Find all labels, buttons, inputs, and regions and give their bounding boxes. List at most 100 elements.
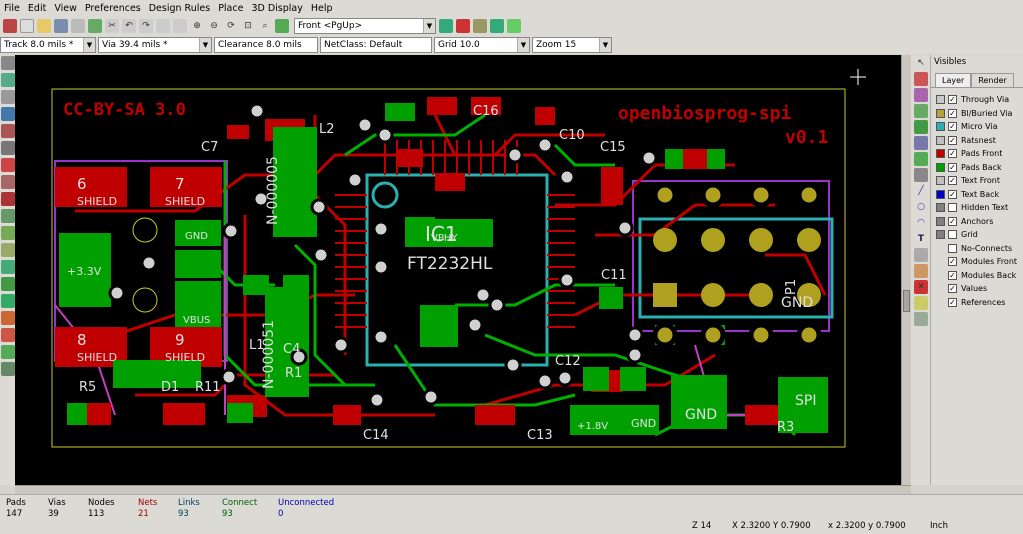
pcb-canvas[interactable]: CC-BY-SA 3.0 openbiosprog-spi v0.1 C7 L2… (15, 55, 911, 485)
zoom-fit-icon[interactable]: ⊡ (244, 21, 252, 31)
menu-3d-display[interactable]: 3D Display (251, 2, 303, 14)
layer-pair-icon[interactable] (439, 19, 453, 33)
visibility-checkbox[interactable]: ✓ (948, 257, 957, 267)
grid-origin-icon[interactable] (914, 312, 928, 326)
visibility-checkbox[interactable] (948, 203, 957, 213)
render-item[interactable]: ✓Pads Back (931, 161, 1023, 175)
clearance-field[interactable]: Clearance 8.0 mils (214, 37, 318, 53)
color-swatch[interactable] (936, 189, 945, 199)
drc-toggle-icon[interactable] (1, 56, 15, 70)
local-ratsnest-icon[interactable] (914, 88, 928, 102)
render-item[interactable]: ✓Bl/Buried Via (931, 107, 1023, 121)
ratsnest-icon[interactable] (1, 158, 15, 172)
render-item[interactable]: Grid (931, 228, 1023, 242)
menu-preferences[interactable]: Preferences (84, 2, 141, 14)
pcb-board-drawing[interactable]: CC-BY-SA 3.0 openbiosprog-spi v0.1 C7 L2… (15, 55, 911, 485)
zoom-redraw-icon[interactable]: ⟳ (227, 21, 235, 31)
visibility-checkbox[interactable]: ✓ (948, 162, 957, 172)
module-ratsnest-icon[interactable] (1, 175, 15, 189)
render-item[interactable]: ✓Modules Front (931, 255, 1023, 269)
visibility-checkbox[interactable]: ✓ (948, 297, 957, 307)
zoom-in-icon[interactable]: ⊕ (193, 21, 201, 31)
via-size-select[interactable]: Via 39.4 mils *▼ (98, 37, 212, 53)
visibility-checkbox[interactable]: ✓ (948, 122, 957, 132)
visibility-checkbox[interactable]: ✓ (948, 95, 957, 105)
render-item[interactable]: ✓Through Via (931, 93, 1023, 107)
zoom-select[interactable]: Zoom 15▼ (532, 37, 612, 53)
new-file-icon[interactable] (20, 19, 34, 33)
add-circle-icon[interactable]: ○ (917, 202, 925, 212)
visibility-checkbox[interactable]: ✓ (948, 284, 957, 294)
render-item[interactable]: ✓Ratsnest (931, 134, 1023, 148)
units-inch-icon[interactable] (1, 107, 15, 121)
add-zone-icon[interactable] (914, 152, 928, 166)
add-line-icon[interactable]: ╱ (918, 186, 924, 196)
zone-fill-icon[interactable] (1, 243, 15, 257)
add-text-icon[interactable]: T (917, 234, 925, 244)
track-width-select[interactable]: Track 8.0 mils *▼ (0, 37, 96, 53)
menu-file[interactable]: File (4, 2, 20, 14)
netclass-field[interactable]: NetClass: Default (320, 37, 432, 53)
grid-toggle-icon[interactable] (1, 73, 15, 87)
microwave-tools-icon[interactable] (1, 328, 15, 342)
add-via-icon[interactable] (914, 136, 928, 150)
delete-icon[interactable]: ✕ (914, 280, 928, 294)
zone-display-icon[interactable] (1, 209, 15, 223)
horizontal-scrollbar[interactable] (15, 485, 911, 494)
cut-icon[interactable]: ✂ (105, 19, 119, 33)
zoom-out-icon[interactable]: ⊖ (210, 21, 218, 31)
polar-coords-icon[interactable] (1, 90, 15, 104)
render-item[interactable]: ✓Text Back (931, 188, 1023, 202)
visibility-checkbox[interactable] (948, 230, 957, 240)
render-item[interactable]: ✓Modules Back (931, 269, 1023, 283)
color-swatch[interactable] (936, 203, 945, 213)
print-icon[interactable] (156, 19, 170, 33)
3d-view-icon[interactable] (507, 19, 521, 33)
autoroute-icon[interactable] (490, 19, 504, 33)
visibility-checkbox[interactable]: ✓ (948, 189, 957, 199)
render-item[interactable]: Hidden Text (931, 201, 1023, 215)
render-item[interactable]: ✓Pads Front (931, 147, 1023, 161)
page-settings-icon[interactable] (71, 19, 85, 33)
set-origin-icon[interactable] (914, 296, 928, 310)
find-icon[interactable]: ⌕ (262, 21, 268, 31)
menu-design-rules[interactable]: Design Rules (148, 2, 211, 14)
layer-manager-icon[interactable] (1, 345, 15, 359)
menu-view[interactable]: View (54, 2, 77, 14)
high-contrast-icon[interactable] (1, 311, 15, 325)
netlist-icon[interactable] (275, 19, 289, 33)
menu-help[interactable]: Help (310, 2, 333, 14)
zone-outline-icon[interactable] (1, 226, 15, 240)
render-item[interactable]: ✓Text Front (931, 174, 1023, 188)
drc-icon[interactable] (456, 19, 470, 33)
visibility-checkbox[interactable]: ✓ (948, 135, 957, 145)
show-layers-icon[interactable] (1, 362, 15, 376)
add-track-icon[interactable] (914, 120, 928, 134)
units-mm-icon[interactable] (1, 124, 15, 138)
autoplace-icon[interactable] (473, 19, 487, 33)
add-keepout-icon[interactable] (914, 168, 928, 182)
visibility-checkbox[interactable]: ✓ (948, 108, 957, 118)
color-swatch[interactable] (936, 108, 945, 118)
module-editor-icon[interactable] (88, 19, 102, 33)
color-swatch[interactable] (936, 162, 945, 172)
grid-select[interactable]: Grid 10.0▼ (434, 37, 530, 53)
plot-icon[interactable] (173, 19, 187, 33)
new-board-icon[interactable] (3, 19, 17, 33)
color-swatch[interactable] (936, 230, 945, 240)
render-item[interactable]: ✓Micro Via (931, 120, 1023, 134)
visibility-checkbox[interactable]: ✓ (948, 216, 957, 226)
color-swatch[interactable] (936, 95, 945, 105)
redo-icon[interactable]: ↷ (139, 19, 153, 33)
render-item[interactable]: No-Connects (931, 242, 1023, 256)
visibility-checkbox[interactable]: ✓ (948, 149, 957, 159)
add-arc-icon[interactable]: ◠ (917, 218, 925, 228)
add-dimension-icon[interactable] (914, 248, 928, 262)
menu-place[interactable]: Place (218, 2, 244, 14)
save-icon[interactable] (54, 19, 68, 33)
cursor-shape-icon[interactable] (1, 141, 15, 155)
visibility-checkbox[interactable]: ✓ (948, 176, 957, 186)
open-folder-icon[interactable] (37, 19, 51, 33)
tab-layer[interactable]: Layer (935, 73, 972, 87)
via-sketch-icon[interactable] (1, 277, 15, 291)
